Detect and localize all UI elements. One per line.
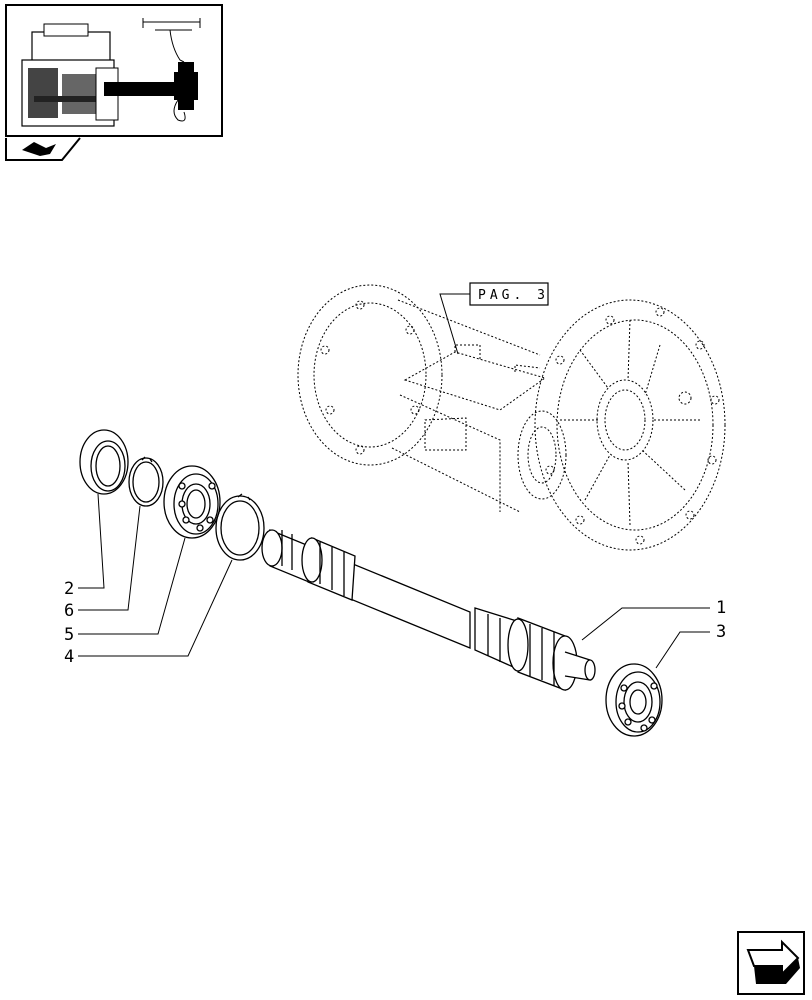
- page-reference[interactable]: PAG. 3: [439, 282, 549, 355]
- callout-3: 3: [716, 622, 726, 642]
- callout-6: 6: [64, 601, 74, 621]
- snap-ring-part-4: [215, 493, 265, 561]
- ball-bearing-part-5: [163, 465, 221, 539]
- snap-ring-part-6: [128, 456, 164, 507]
- seal-part-2: [79, 429, 129, 495]
- overview-thumbnail[interactable]: [5, 4, 223, 137]
- callout-4: 4: [64, 647, 74, 667]
- next-page-arrow-icon[interactable]: [737, 931, 805, 995]
- callout-5: 5: [64, 625, 74, 645]
- leader-lines: [78, 493, 710, 669]
- callout-1: 1: [716, 598, 726, 618]
- axle-housing: [297, 284, 726, 551]
- splined-shaft-part-1: [261, 529, 596, 691]
- page-reference-label: PAG. 3: [478, 288, 549, 303]
- callout-2: 2: [64, 579, 74, 599]
- ball-bearing-part-3: [605, 663, 663, 737]
- book-arrow-icon[interactable]: [5, 137, 81, 161]
